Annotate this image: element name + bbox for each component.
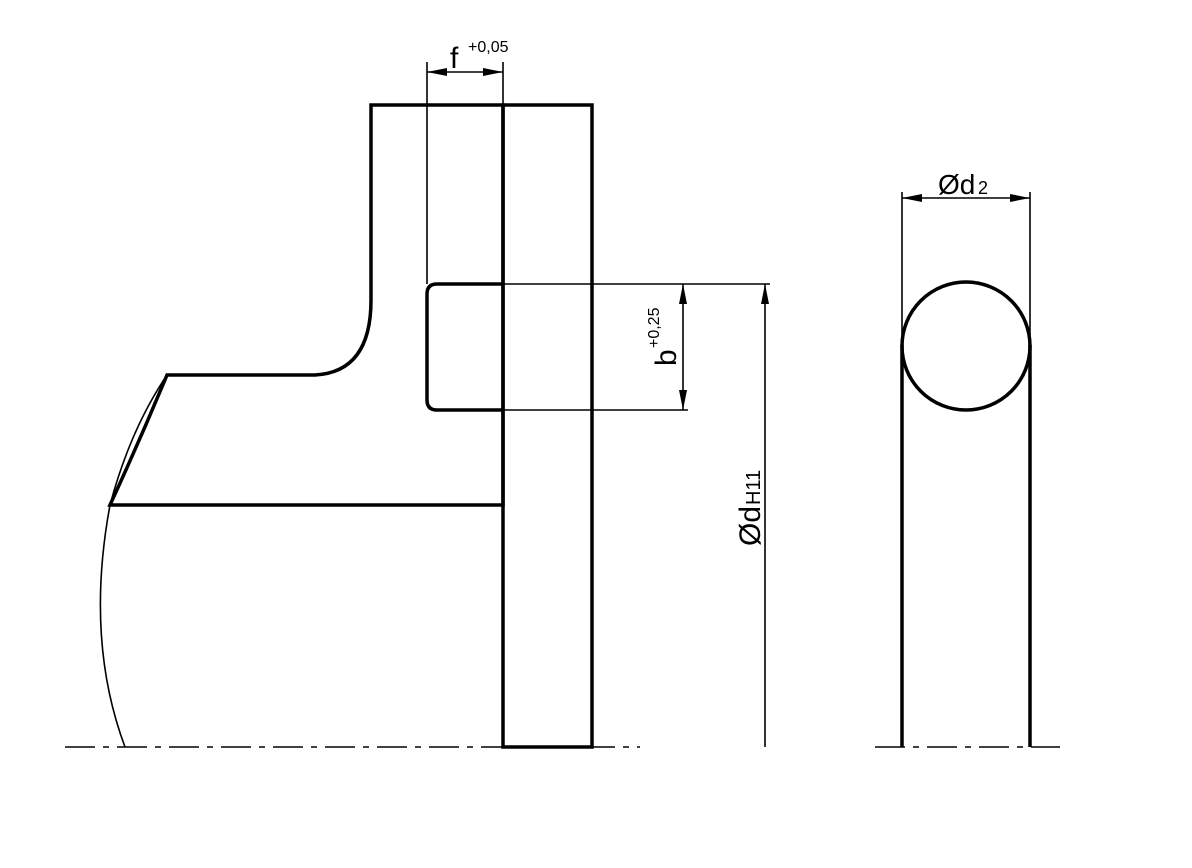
bore-diameter-tolerance: H11 [743, 470, 765, 505]
bore-diameter-symbol: Ød [734, 506, 767, 546]
o-ring-cross-section [900, 280, 1032, 412]
groove-width-tolerance: +0,05 [468, 39, 509, 56]
housing-section [107, 103, 505, 507]
bore-diameter-dimension: Ød H11 [734, 284, 769, 747]
shaft-section [501, 103, 594, 749]
housing-break-line [99, 374, 168, 748]
groove-depth-dimension: b +0,25 [503, 283, 770, 411]
groove-depth-symbol: b [650, 349, 683, 366]
cord-diameter-subscript: 2 [978, 178, 988, 198]
cord-diameter-symbol: Ød [938, 169, 975, 200]
groove-depth-tolerance: +0,25 [646, 307, 663, 348]
groove-width-symbol: f [450, 42, 459, 75]
groove-width-dimension: f +0,05 [426, 39, 509, 284]
o-ring-view: Ød 2 [875, 169, 1060, 748]
